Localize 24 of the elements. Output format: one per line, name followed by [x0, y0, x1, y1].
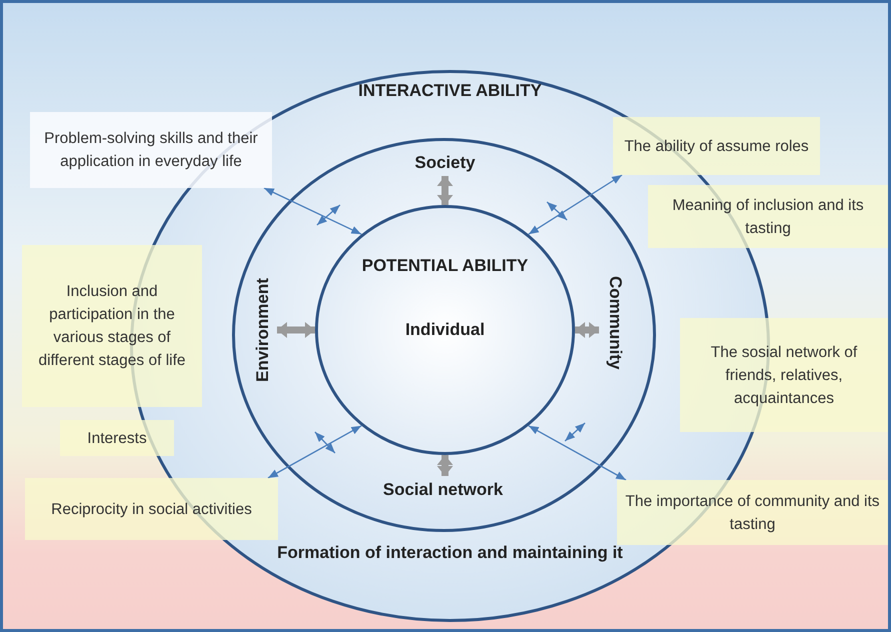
double-arrow: [268, 425, 362, 479]
double-arrow: [528, 174, 622, 235]
ring-caption: Formation of interaction and maintaining it: [276, 542, 624, 564]
block-arrow: [575, 322, 599, 338]
note-box: The sosial network of friends, relatives, acquaintances: [680, 318, 888, 432]
ring-label: Community: [602, 258, 628, 388]
block-arrow: [437, 455, 453, 476]
note-box: The importance of community and its tasting: [617, 480, 888, 545]
note-box: Meaning of inclusion and its tasting: [648, 185, 888, 248]
circle-label: Individual: [404, 319, 486, 341]
note-box: The ability of assume roles: [613, 117, 820, 175]
block-arrow: [437, 176, 453, 205]
note-box: Reciprocity in social activities: [25, 478, 278, 540]
block-arrow: [277, 322, 315, 338]
double-arrow: [528, 425, 626, 481]
note-box: Interests: [60, 420, 174, 456]
note-box: Problem-solving skills and their application in everyday life: [30, 112, 272, 188]
double-arrow: [264, 187, 362, 235]
circle-title: POTENTIAL ABILITY: [360, 255, 530, 277]
ring-label: Social network: [368, 477, 518, 503]
ring-title: INTERACTIVE ABILITY: [357, 80, 543, 102]
ring-label: Society: [405, 150, 485, 176]
note-box: Inclusion and participation in the various stages of different stages of life: [22, 245, 202, 407]
ring-label: Environment: [250, 255, 276, 405]
